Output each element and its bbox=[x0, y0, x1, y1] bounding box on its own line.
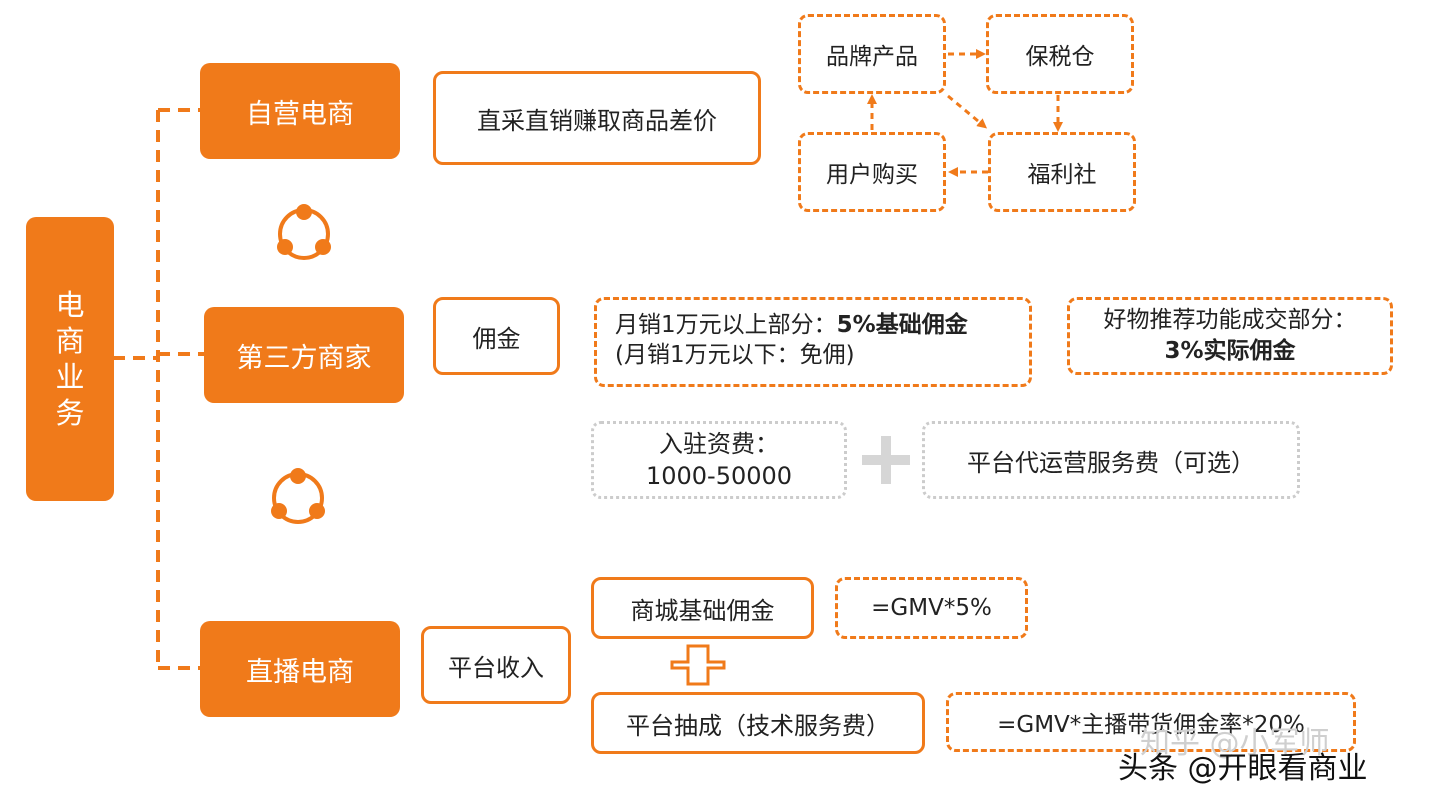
root-label: 电商业务 bbox=[55, 287, 85, 431]
watermark-faint: 知乎 @小军师 bbox=[1140, 726, 1330, 761]
service-fee-box: 平台代运营服务费（可选） bbox=[922, 421, 1300, 499]
cycle-icon-1 bbox=[277, 204, 331, 260]
flow-node-warehouse: 保税仓 bbox=[986, 14, 1134, 94]
platform-cut-box: 平台抽成（技术服务费） bbox=[591, 692, 925, 754]
branch-third-party-label: 第三方商家 bbox=[236, 342, 372, 374]
branch-live-label: 直播电商 bbox=[246, 656, 354, 688]
flow-node-user: 用户购买 bbox=[798, 132, 946, 212]
cycle-icon-2 bbox=[271, 468, 325, 524]
flow-arrow-brand-welfare bbox=[947, 94, 988, 129]
commission-detail-box: 月销1万元以上部分：5%基础佣金 (月销1万元以下：免佣) bbox=[594, 297, 1032, 387]
mall-commission-box: 商城基础佣金 bbox=[591, 577, 814, 639]
branch-self-operated: 自营电商 bbox=[200, 63, 400, 159]
self-operated-desc: 直采直销赚取商品差价 bbox=[433, 71, 761, 165]
platform-formula-box: =GMV*主播带货佣金率*20% bbox=[946, 692, 1356, 752]
flow-node-brand: 品牌产品 bbox=[798, 14, 946, 94]
flow-node-welfare: 福利社 bbox=[988, 132, 1136, 212]
branch-third-party: 第三方商家 bbox=[204, 307, 404, 403]
recommend-box: 好物推荐功能成交部分： 3%实际佣金 bbox=[1067, 297, 1393, 375]
plus-icon-orange bbox=[670, 644, 726, 686]
commission-box: 佣金 bbox=[433, 297, 560, 375]
mall-formula-box: =GMV*5% bbox=[835, 577, 1028, 639]
plus-icon-gray bbox=[862, 436, 910, 484]
entry-fee-box: 入驻资费： 1000-50000 bbox=[591, 421, 847, 499]
branch-self-operated-label: 自营电商 bbox=[246, 98, 354, 130]
branch-live: 直播电商 bbox=[200, 621, 400, 717]
platform-income-box: 平台收入 bbox=[421, 626, 571, 704]
watermark-main: 头条 @开眼看商业 bbox=[1118, 751, 1368, 786]
root-node: 电商业务 bbox=[26, 217, 114, 501]
